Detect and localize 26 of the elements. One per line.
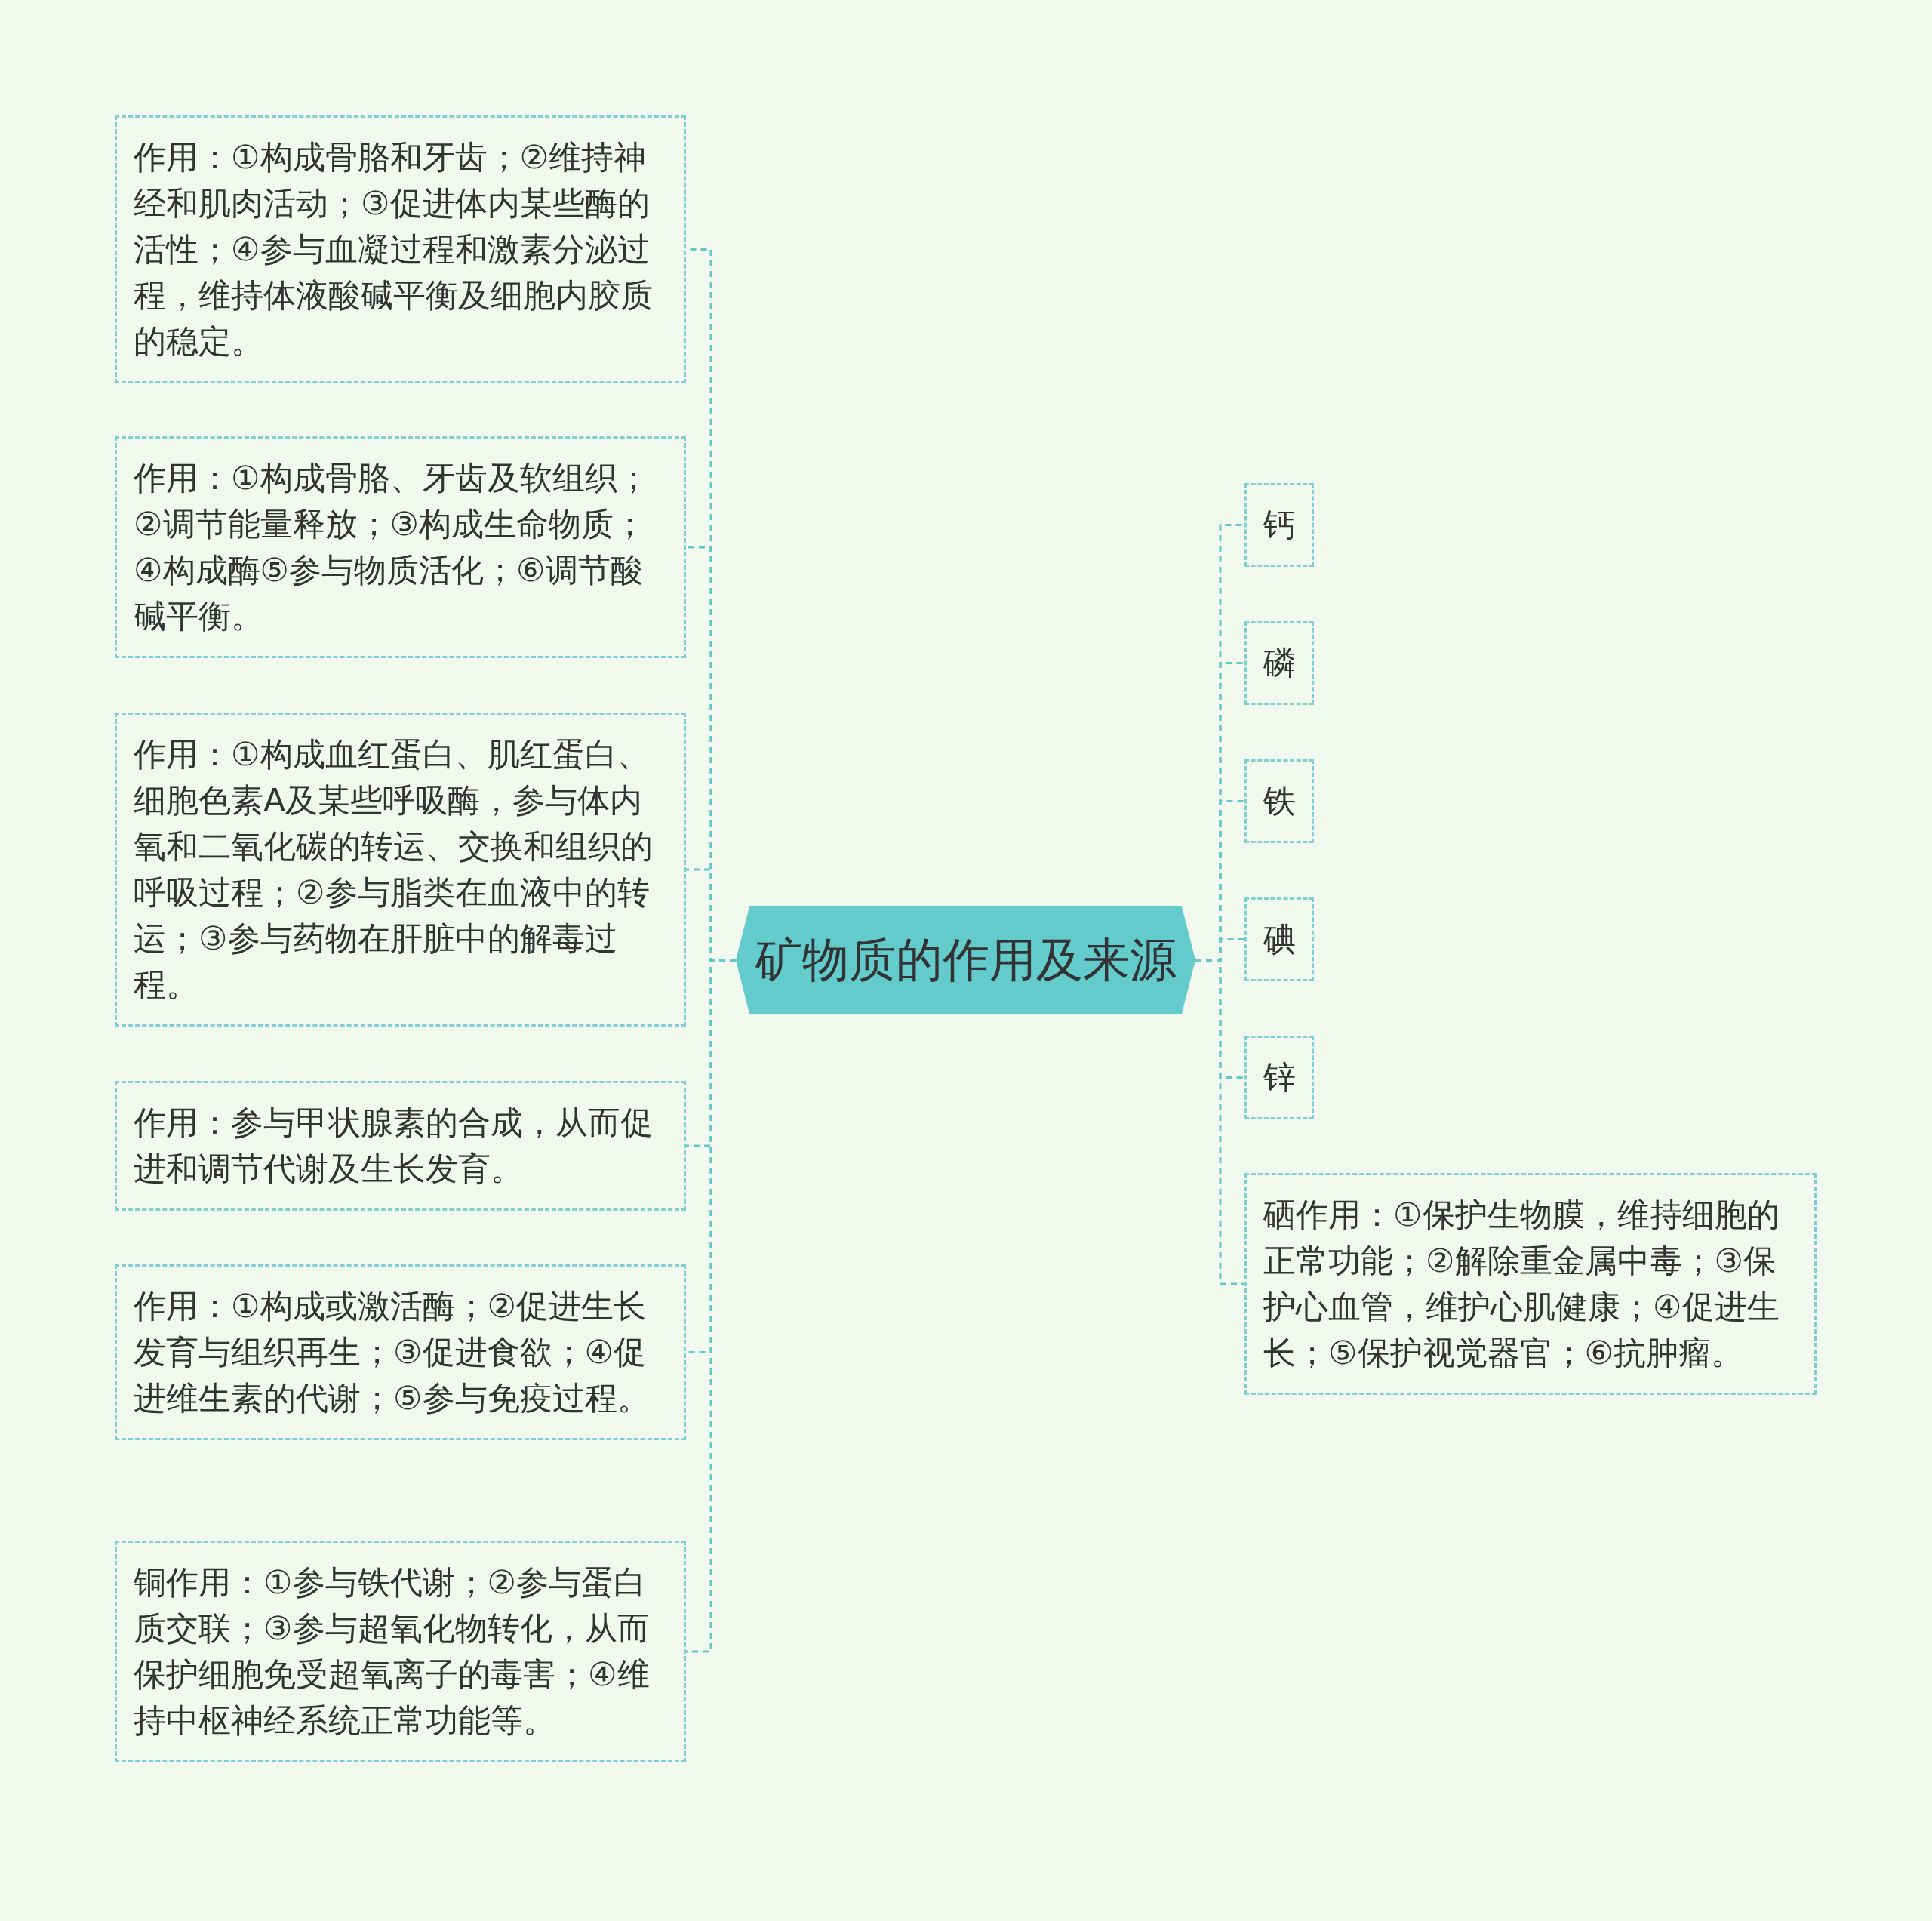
topic-text: 作用：①构成骨胳和牙齿；②维持神经和肌肉活动；③促进体内某些酶的活性；④参与血凝过程和激素分泌过程，维持体液酸碱平衡及细胞内胶质的稳定。 <box>134 137 654 362</box>
topic-box <box>115 1264 686 1440</box>
topic-box <box>115 713 686 1027</box>
topic-text: 作用：①构成或激活酶；②促进生长发育与组织再生；③促进食欲；④促进维生素的代谢；⑤参与免疫过程。 <box>134 1286 651 1418</box>
topic-box <box>1244 1173 1817 1395</box>
topic-text: 作用：参与甲状腺素的合成，从而促进和调节代谢及生长发育。 <box>134 1103 654 1189</box>
topic-box <box>1244 759 1314 843</box>
topic-box <box>115 115 686 383</box>
title-text: 矿物质的作用及来源 <box>755 931 1177 989</box>
topic-text: 磷 <box>1263 643 1295 683</box>
topic-box <box>115 1081 686 1211</box>
topic-box <box>115 1541 686 1762</box>
topic-box <box>1244 621 1314 705</box>
topic-box <box>115 436 686 658</box>
topic-text: 钙 <box>1263 505 1295 545</box>
topic-text: 作用：①构成血红蛋白、肌红蛋白、细胞色素A及某些呼吸酶，参与体内氧和二氧化碳的转运、交换和组织的呼吸过程；②参与脂类在血液中的转运；③参与药物在肝脏中的解毒过程。 <box>134 734 654 1005</box>
topic-text: 硒作用：①保护生物膜，维持细胞的正常功能；②解除重金属中毒；③保护心血管，维护心肌健康；④促进生长；⑤保护视觉器官；⑥抗肿瘤。 <box>1263 1195 1780 1373</box>
topic-text: 铁 <box>1263 781 1295 821</box>
topic-text: 作用：①构成骨胳、牙齿及软组织；②调节能量释放；③构成生命物质；④构成酶⑤参与物质活化；⑥调节酸碱平衡。 <box>134 458 651 636</box>
topic-box <box>1244 483 1314 567</box>
topic-text: 锌 <box>1263 1057 1295 1097</box>
topic-text: 铜作用：①参与铁代谢；②参与蛋白质交联；③参与超氧化物转化，从而保护细胞免受超氧离子的毒害；④维持中枢神经系统正常功能等。 <box>134 1562 651 1741</box>
topic-box <box>1244 897 1314 981</box>
topic-text: 碘 <box>1263 919 1295 959</box>
topic-box <box>1244 1036 1314 1119</box>
connector <box>1195 959 1244 1285</box>
